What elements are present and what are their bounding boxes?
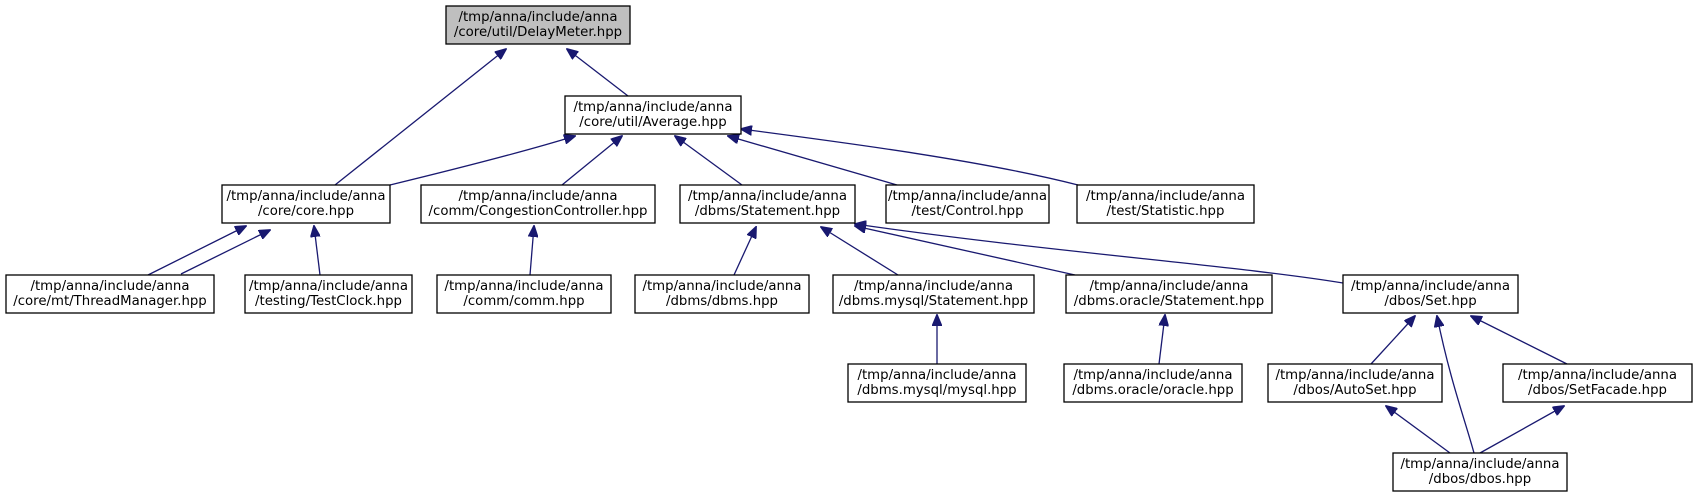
- node-path-prefix: /tmp/anna/include/anna: [444, 279, 603, 294]
- edge-autoset-to-dbos_set: [1370, 316, 1415, 365]
- edge-dbms-to-dbms_statement: [733, 227, 756, 276]
- node-box: [1502, 363, 1693, 403]
- node-path-prefix: /tmp/anna/include/anna: [1086, 189, 1245, 204]
- node-dbms_statement[interactable]: /tmp/anna/include/anna/dbms/Statement.hp…: [679, 184, 856, 224]
- node-file-name: /dbos/AutoSet.hpp: [1293, 383, 1416, 398]
- node-box: [885, 184, 1050, 224]
- node-path-prefix: /tmp/anna/include/anna: [226, 189, 385, 204]
- node-mysql[interactable]: /tmp/anna/include/anna/dbms.mysql/mysql.…: [847, 363, 1027, 403]
- node-path-prefix: /tmp/anna/include/anna: [458, 10, 617, 25]
- node-oracle[interactable]: /tmp/anna/include/anna/dbms.oracle/oracl…: [1063, 363, 1243, 403]
- node-box: [847, 363, 1027, 403]
- edge-test_statistic-to-average: [741, 129, 1079, 186]
- node-file-name: /test/Control.hpp: [911, 204, 1023, 219]
- node-file-name: /dbms.mysql/Statement.hpp: [839, 294, 1028, 309]
- node-path-prefix: /tmp/anna/include/anna: [1518, 368, 1677, 383]
- node-file-name: /core/core.hpp: [258, 204, 354, 219]
- node-path-prefix: /tmp/anna/include/anna: [30, 279, 189, 294]
- node-file-name: /testing/TestClock.hpp: [255, 294, 402, 309]
- node-average[interactable]: /tmp/anna/include/anna/core/util/Average…: [564, 95, 742, 135]
- edge-dbos-to-dbos_set: [1437, 316, 1475, 454]
- edge-setfacade-to-dbos_set: [1471, 316, 1568, 365]
- node-box: [1063, 363, 1243, 403]
- node-box: [1076, 184, 1255, 224]
- node-path-prefix: /tmp/anna/include/anna: [1351, 279, 1510, 294]
- node-path-prefix: /tmp/anna/include/anna: [1400, 457, 1559, 472]
- edge-dbos_set-to-dbms_statement: [855, 224, 1344, 284]
- node-box: [445, 5, 631, 45]
- node-file-name: /dbos/Set.hpp: [1384, 294, 1476, 309]
- node-dbos[interactable]: /tmp/anna/include/anna/dbos/dbos.hpp: [1392, 452, 1568, 492]
- node-path-prefix: /tmp/anna/include/anna: [458, 189, 617, 204]
- node-path-prefix: /tmp/anna/include/anna: [688, 189, 847, 204]
- node-box: [420, 184, 656, 224]
- node-file-name: /dbos/dbos.hpp: [1429, 472, 1531, 487]
- edge-threadmanager-to-core: [147, 226, 246, 276]
- node-threadmanager[interactable]: /tmp/anna/include/anna/core/mt/ThreadMan…: [5, 274, 215, 314]
- node-box: [1392, 452, 1568, 492]
- node-path-prefix: /tmp/anna/include/anna: [249, 279, 408, 294]
- node-box: [244, 274, 413, 314]
- node-box: [832, 274, 1035, 314]
- node-core[interactable]: /tmp/anna/include/anna/core/core.hpp: [221, 184, 391, 224]
- node-path-prefix: /tmp/anna/include/anna: [888, 189, 1047, 204]
- edge-testclock-to-core: [314, 226, 321, 276]
- node-file-name: /dbos/SetFacade.hpp: [1528, 383, 1667, 398]
- node-file-name: /dbms.mysql/mysql.hpp: [857, 383, 1016, 398]
- node-box: [634, 274, 810, 314]
- node-testclock[interactable]: /tmp/anna/include/anna/testing/TestClock…: [244, 274, 413, 314]
- node-path-prefix: /tmp/anna/include/anna: [1275, 368, 1434, 383]
- edge-oracle-to-oracle_statement: [1158, 315, 1165, 365]
- node-box: [564, 95, 742, 135]
- node-path-prefix: /tmp/anna/include/anna: [573, 100, 732, 115]
- node-file-name: /test/Statistic.hpp: [1107, 204, 1225, 219]
- edge-congestion-to-average: [561, 136, 622, 186]
- edge-core-to-average: [389, 136, 575, 186]
- edge-test_control-to-average: [728, 136, 898, 186]
- node-file-name: /dbms.oracle/Statement.hpp: [1074, 294, 1264, 309]
- node-box: [1267, 363, 1443, 403]
- node-path-prefix: /tmp/anna/include/anna: [1073, 368, 1232, 383]
- node-delaymeter: /tmp/anna/include/anna/core/util/DelayMe…: [445, 5, 631, 45]
- edge-mysql_statement-to-dbms_statement: [821, 227, 899, 276]
- node-dbms[interactable]: /tmp/anna/include/anna/dbms/dbms.hpp: [634, 274, 810, 314]
- node-path-prefix: /tmp/anna/include/anna: [1089, 279, 1248, 294]
- node-file-name: /core/util/DelayMeter.hpp: [454, 25, 622, 40]
- node-file-name: /core/util/Average.hpp: [579, 115, 726, 130]
- node-box: [679, 184, 856, 224]
- edge-core-to-delaymeter: [334, 49, 506, 186]
- node-box: [1342, 274, 1519, 314]
- edge-oracle_statement-to-dbms_statement: [855, 226, 1076, 276]
- node-file-name: /comm/comm.hpp: [463, 294, 584, 309]
- edge-dbos-to-autoset: [1386, 406, 1451, 454]
- node-box: [5, 274, 215, 314]
- node-file-name: /comm/CongestionController.hpp: [429, 204, 648, 219]
- node-box: [221, 184, 391, 224]
- node-box: [1065, 274, 1273, 314]
- node-oracle_statement[interactable]: /tmp/anna/include/anna/dbms.oracle/State…: [1065, 274, 1273, 314]
- node-test_control[interactable]: /tmp/anna/include/anna/test/Control.hpp: [885, 184, 1050, 224]
- node-path-prefix: /tmp/anna/include/anna: [854, 279, 1013, 294]
- node-file-name: /dbms/Statement.hpp: [695, 204, 840, 219]
- node-file-name: /core/mt/ThreadManager.hpp: [13, 294, 207, 309]
- node-congestion[interactable]: /tmp/anna/include/anna/comm/CongestionCo…: [420, 184, 656, 224]
- node-path-prefix: /tmp/anna/include/anna: [642, 279, 801, 294]
- node-path-prefix: /tmp/anna/include/anna: [857, 368, 1016, 383]
- node-autoset[interactable]: /tmp/anna/include/anna/dbos/AutoSet.hpp: [1267, 363, 1443, 403]
- edge-dbos-to-setfacade: [1479, 406, 1564, 454]
- node-setfacade[interactable]: /tmp/anna/include/anna/dbos/SetFacade.hp…: [1502, 363, 1693, 403]
- edge-average-to-delaymeter: [567, 49, 629, 97]
- node-box: [436, 274, 612, 314]
- node-dbos_set[interactable]: /tmp/anna/include/anna/dbos/Set.hpp: [1342, 274, 1519, 314]
- edge-core-to-threadmanager: [180, 230, 270, 275]
- node-comm[interactable]: /tmp/anna/include/anna/comm/comm.hpp: [436, 274, 612, 314]
- node-file-name: /dbms/dbms.hpp: [666, 294, 778, 309]
- edge-dbms_statement-to-average: [675, 136, 743, 186]
- node-mysql_statement[interactable]: /tmp/anna/include/anna/dbms.mysql/Statem…: [832, 274, 1035, 314]
- node-test_statistic[interactable]: /tmp/anna/include/anna/test/Statistic.hp…: [1076, 184, 1255, 224]
- node-file-name: /dbms.oracle/oracle.hpp: [1072, 383, 1233, 398]
- edge-comm-to-congestion: [530, 226, 534, 276]
